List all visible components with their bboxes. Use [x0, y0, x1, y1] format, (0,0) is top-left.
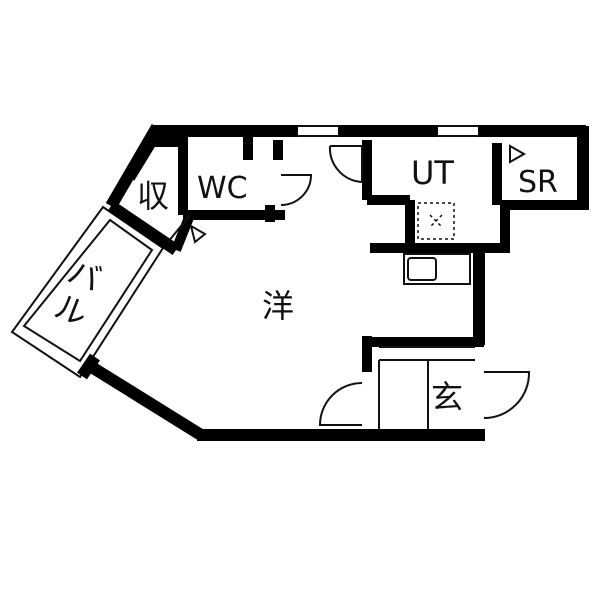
room-door-swing	[318, 382, 363, 426]
sr-door-marker	[509, 144, 527, 164]
door-swings	[189, 144, 531, 426]
room-label-entrance: 玄	[431, 378, 464, 416]
interior-walls	[125, 131, 583, 372]
entrance-door-swing	[483, 371, 531, 419]
storage-door-marker	[189, 223, 207, 244]
room-label-ut: UT	[411, 154, 454, 192]
room-label-western: 洋	[262, 287, 295, 325]
washer-pan	[417, 202, 455, 240]
room-label-storage: 収	[137, 177, 170, 215]
wc-door-swing	[280, 174, 313, 206]
room-label-wc: WC	[197, 171, 248, 206]
ut-door-swing	[328, 145, 363, 184]
thin-lines	[167, 125, 478, 430]
room-label-sr: SR	[518, 165, 558, 200]
